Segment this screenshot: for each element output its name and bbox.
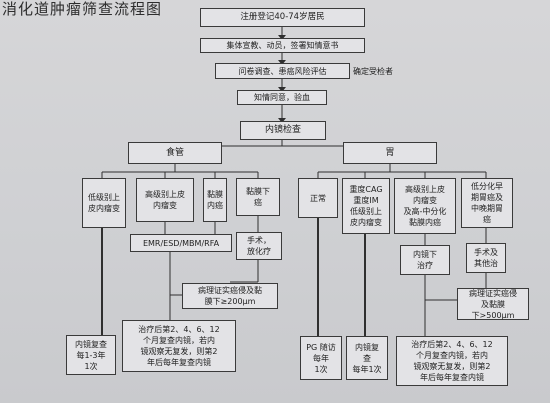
st-endo-treat-box: 内镜下 治疗	[400, 245, 450, 275]
st-pg-follow-box: PG 随访 每年 1次	[300, 336, 342, 380]
endoscopy-box: 内镜检查	[240, 121, 326, 140]
st-high-grade-box: 高级别上皮 内瘤变 及高-中分化 黏膜内癌	[394, 178, 456, 234]
st-normal-box: 正常	[298, 178, 338, 218]
eso-low-grade-box: 低级别上 皮内瘤变	[82, 178, 126, 228]
st-low-diff-box: 低分化早 期胃癌及 中晚期胃 癌	[461, 178, 513, 228]
eso-surgery-box: 手术， 放化疗	[236, 232, 282, 260]
consent-box: 知情同意，验血	[237, 90, 327, 105]
stomach-box: 胃	[343, 142, 437, 164]
page-title: 消化道肿瘤筛查流程图	[2, 0, 163, 18]
st-surgery-box: 手术及 其他治	[466, 243, 506, 273]
st-cag-box: 重度CAG 重度IM 低级别上 皮内瘤变	[342, 178, 390, 234]
eso-treat-follow-box: 治疗后第2、4、6、12 个月复查内镜，若内 镜观察无复发，则第2 年后每年复查…	[122, 320, 236, 372]
st-pathology-box: 病理证实癌侵 及黏膜 下>500μm	[457, 288, 529, 320]
survey-box: 问卷调查、患癌风险评估	[215, 63, 350, 79]
eso-pathology-box: 病理证实癌侵及黏 膜下≥200μm	[182, 283, 278, 309]
st-cag-follow-box: 内镜复 查 每年1次	[346, 336, 388, 380]
eso-low-follow-box: 内镜复查 每1-3年 1次	[66, 335, 116, 375]
education-box: 集体宣教、动员，签署知情意书	[200, 38, 365, 53]
eso-submucosal-box: 黏膜下 癌	[236, 178, 280, 216]
esophagus-box: 食管	[128, 142, 222, 164]
st-treat-follow-box: 治疗后第2、4、6、12 个月复查内镜，若内 镜观察无复发，则第2 年后每年复查…	[396, 336, 508, 386]
register-box: 注册登记40-74岁居民	[200, 8, 365, 27]
emr-box: EMR/ESD/MBM/RFA	[130, 234, 232, 252]
survey-note: 确定受检者	[353, 67, 393, 76]
eso-high-grade-box: 高级别上皮 内瘤变	[136, 178, 194, 222]
eso-mucosal-box: 黏膜 内癌	[203, 178, 227, 222]
